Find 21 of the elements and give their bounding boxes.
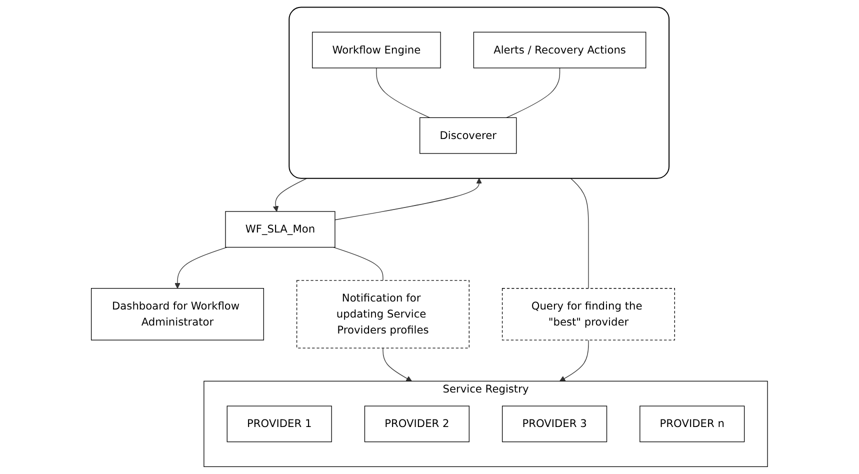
node-box: Workflow Engine bbox=[312, 32, 441, 68]
node-box: PROVIDER 2 bbox=[364, 406, 470, 442]
connector bbox=[506, 68, 560, 118]
node-box: Query for finding the "best" provider bbox=[502, 288, 676, 340]
arrow bbox=[174, 246, 228, 289]
node-box: Notification for updating Service Providers profiles bbox=[296, 280, 470, 348]
node-box: PROVIDER 3 bbox=[502, 406, 608, 442]
node-box: PROVIDER 1 bbox=[226, 406, 332, 442]
arrow bbox=[382, 348, 412, 382]
node-box: Dashboard for Workflow Administrator bbox=[91, 288, 264, 340]
arrow bbox=[273, 178, 308, 212]
node-box: Discoverer bbox=[420, 117, 517, 154]
node-box: PROVIDER n bbox=[640, 406, 745, 442]
node-box: Alerts / Recovery Actions bbox=[473, 32, 646, 68]
connector bbox=[376, 68, 430, 118]
arrow bbox=[560, 340, 589, 382]
cluster bbox=[288, 6, 670, 179]
arrow bbox=[334, 178, 482, 220]
node-box: WF_SLA_Mon bbox=[225, 211, 336, 248]
connector bbox=[570, 178, 589, 289]
connector bbox=[333, 246, 384, 281]
